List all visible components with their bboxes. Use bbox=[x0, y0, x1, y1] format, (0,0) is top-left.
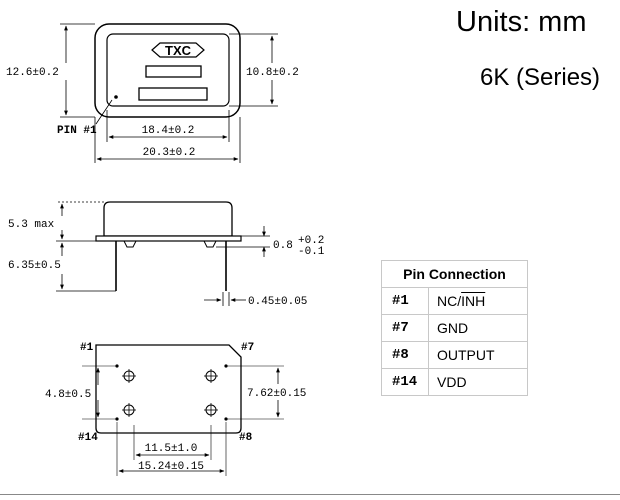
bottom-view: #1 #7 #14 #8 4.8±0.5 7.62±0.15 11.5±1.0 … bbox=[45, 342, 306, 476]
dim-lead-diameter: 0.45±0.05 bbox=[248, 296, 307, 308]
dim-body-height: 7.62±0.15 bbox=[247, 388, 306, 400]
pin-function-overline: INH bbox=[461, 293, 486, 309]
table-row: #7 GND bbox=[381, 314, 528, 342]
bottom-body bbox=[95, 344, 242, 434]
table-row: #8 OUTPUT bbox=[381, 341, 528, 369]
pin-number: #8 bbox=[381, 341, 429, 369]
logo-text: TXC bbox=[165, 43, 192, 58]
marking-bar-1 bbox=[145, 65, 202, 78]
dim-pitch-horizontal: 11.5±1.0 bbox=[145, 443, 198, 455]
side-body bbox=[103, 201, 233, 237]
dim-inner-width: 18.4±0.2 bbox=[142, 125, 195, 137]
series-label: 6K (Series) bbox=[480, 64, 601, 91]
pin-function-text: NC/ bbox=[437, 293, 462, 309]
pin1-dot bbox=[114, 95, 118, 99]
mount-mark-3 bbox=[122, 403, 136, 417]
dim-lead-length: 6.35±0.5 bbox=[8, 260, 61, 272]
mount-mark-2 bbox=[204, 369, 218, 383]
dim-outer-width: 20.3±0.2 bbox=[143, 147, 196, 159]
side-base-flange bbox=[95, 235, 242, 242]
units-label: Units: mm bbox=[456, 6, 587, 38]
dim-standoff: 0.8 bbox=[273, 240, 293, 252]
dim-outer-height: 12.6±0.2 bbox=[6, 67, 59, 79]
marking-bar-2 bbox=[138, 87, 208, 101]
pin1-label: PIN #1 bbox=[57, 125, 97, 137]
pin-function: GND bbox=[428, 314, 528, 342]
pin-function: OUTPUT bbox=[428, 341, 528, 369]
bottom-pin7-label: #7 bbox=[241, 342, 254, 354]
bottom-pin1-label: #1 bbox=[80, 342, 94, 354]
logo-frame bbox=[151, 42, 205, 58]
mount-mark-1 bbox=[122, 369, 136, 383]
pin-number: #1 bbox=[381, 287, 429, 315]
table-row: #14 VDD bbox=[381, 368, 528, 396]
pin-function: VDD bbox=[428, 368, 528, 396]
pin-table-title: Pin Connection bbox=[381, 260, 528, 288]
table-row: #1 NC/INH bbox=[381, 287, 528, 315]
pin-number: #14 bbox=[381, 368, 429, 396]
dim-inner-height: 10.8±0.2 bbox=[246, 67, 299, 79]
pin-connection-table: Pin Connection #1 NC/INH #7 GND #8 OUTPU… bbox=[381, 260, 528, 396]
dim-max-height: 5.3 max bbox=[8, 219, 55, 231]
pin-number: #7 bbox=[381, 314, 429, 342]
side-view: 5.3 max 6.35±0.5 0.8 +0.2 -0.1 0.45±0.05 bbox=[8, 201, 325, 308]
dim-standoff-tol-minus: -0.1 bbox=[298, 246, 325, 258]
page-divider bbox=[0, 494, 620, 495]
bottom-pin8-label: #8 bbox=[239, 432, 253, 444]
bottom-pin14-label: #14 bbox=[78, 432, 98, 444]
dim-standoff-tol-plus: +0.2 bbox=[298, 235, 324, 247]
pin-table-header: Pin Connection bbox=[381, 260, 528, 288]
top-view: TXC 12.6±0.2 10.8±0.2 PIN #1 18.4±0.2 20… bbox=[6, 23, 299, 163]
pin-function: NC/INH bbox=[428, 287, 528, 315]
dim-pin-span: 15.24±0.15 bbox=[138, 461, 204, 473]
mount-mark-4 bbox=[204, 403, 218, 417]
dim-pitch-vertical: 4.8±0.5 bbox=[45, 389, 91, 401]
